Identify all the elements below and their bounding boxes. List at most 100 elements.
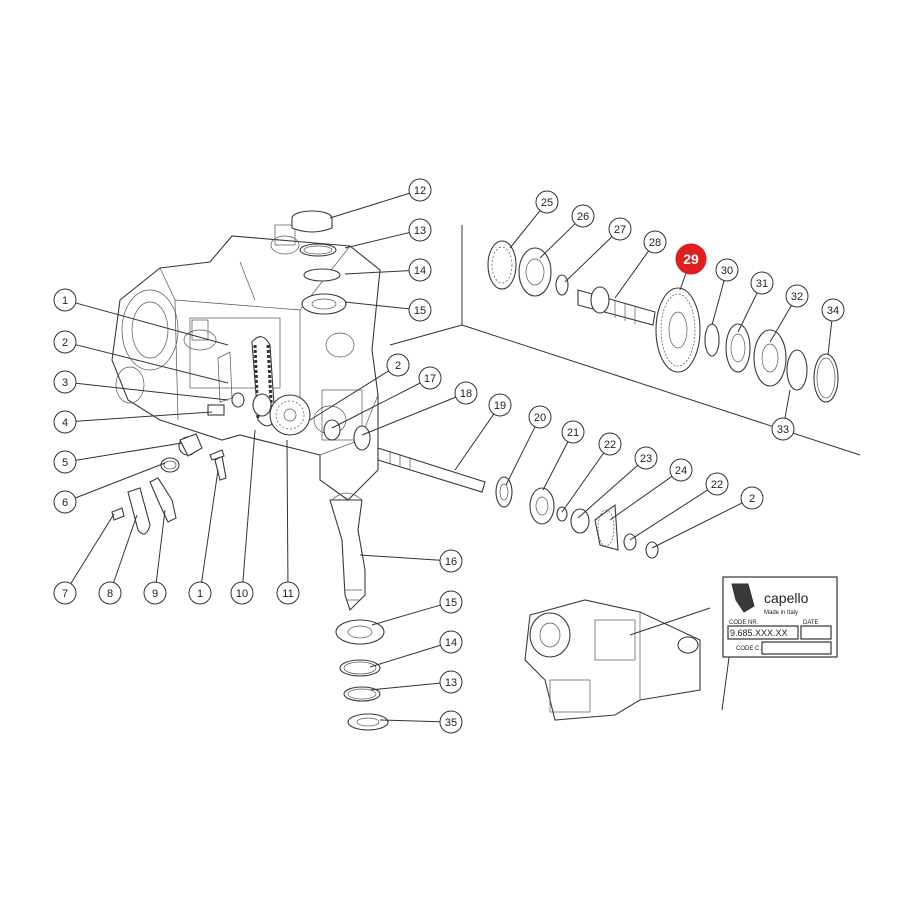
callout-13: 13 [369,670,463,694]
callout-leader [609,475,673,521]
callout-leader [505,426,536,486]
callout-2: 2 [651,486,764,549]
callout-bubble [439,590,463,614]
callout-leader [242,429,256,583]
callout-number: 14 [414,265,426,277]
callout-leader [344,232,410,249]
callout-14: 14 [369,630,463,668]
callout-number: 34 [827,305,839,317]
upper-shaft-stack [487,240,839,403]
callout-bubble [408,258,432,282]
callout-33: 33 [771,389,795,441]
callout-leader [539,223,576,259]
callout-number: 16 [445,556,457,568]
callout-leader [70,513,115,584]
callout-bubble [439,670,463,694]
callout-number: 15 [445,597,457,609]
callout-number: 33 [777,424,789,436]
callout-number: 12 [414,185,426,197]
callout-bubble [785,284,809,308]
brand-name: capello [764,590,809,606]
callout-27: 27 [564,217,632,283]
callout-leader [359,554,441,561]
callout-leader [564,236,613,283]
callout-number: 13 [445,677,457,689]
brand-logo-icon [731,583,755,613]
callout-number: 5 [62,457,68,469]
callout-leader [75,442,183,461]
callout-34: 34 [821,298,845,356]
callout-leader [679,272,687,291]
callout-19: 19 [454,393,512,471]
callout-bubble [53,410,77,434]
callout-leader [784,389,791,419]
callout-leader [331,382,421,429]
date-label: DATE [803,620,819,626]
callout-bubble [643,230,667,254]
callout-number: 19 [494,400,506,412]
callout-number: 30 [721,265,733,277]
callout-bubble [598,432,622,456]
callout-8: 8 [98,514,138,605]
callout-bubble [535,190,559,214]
callout-bubble [53,330,77,354]
callout-1: 1 [188,469,219,605]
callout-leader [75,411,213,422]
callout-bubble [571,204,595,228]
callout-number: 6 [62,497,68,509]
callout-leader [371,604,441,626]
callout-leader [75,462,166,499]
callout-leader [629,489,709,541]
callout-bubble [53,490,77,514]
plate-leader [721,649,731,711]
callout-leader [344,270,410,275]
callout-bubble [439,630,463,654]
callout-number: 18 [460,388,472,400]
callout-leader [827,320,833,356]
callout-30: 30 [711,258,739,326]
assembly-overview [524,599,701,721]
callout-number: 17 [424,373,436,385]
callout-leader [309,370,389,421]
callout-bubble [143,581,167,605]
callout-leader [329,192,410,219]
callout-3: 3 [53,370,229,401]
callout-23: 23 [577,446,658,519]
callout-bubble [528,405,552,429]
callout-leader [75,302,229,346]
callout-bubble [276,581,300,605]
callout-22: 22 [629,472,729,541]
callout-bubble [634,446,658,470]
callout-bubble [408,298,432,322]
callout-leader [542,441,569,491]
callout-number: 9 [152,588,158,600]
callout-leader [75,382,229,401]
callout-number: 29 [683,251,699,267]
callout-10: 10 [230,429,256,605]
callout-25: 25 [509,190,559,249]
callout-bubble [188,581,212,605]
callout-2: 2 [53,330,229,384]
callout-35: 35 [379,710,463,734]
callout-bubble [488,393,512,417]
nameplate: capello Made in Italy CODE NR. DATE 9.68… [722,576,838,658]
callout-20: 20 [505,405,552,486]
callout-bubble [408,218,432,242]
callout-21: 21 [542,420,585,491]
gearbox-housing [111,224,381,501]
callout-number: 1 [62,295,68,307]
callout-bubble [561,420,585,444]
callout-bubble [821,298,845,322]
callout-leader [75,344,229,384]
code-nr-label: CODE NR. [729,620,759,626]
callout-number: 1 [197,588,203,600]
callout-leader [113,514,138,583]
callout-bubble [771,417,795,441]
callout-bubble [608,217,632,241]
callout-number: 2 [749,493,755,505]
callout-bubble [439,710,463,734]
callout-12: 12 [329,178,432,219]
callout-leader [561,452,605,513]
